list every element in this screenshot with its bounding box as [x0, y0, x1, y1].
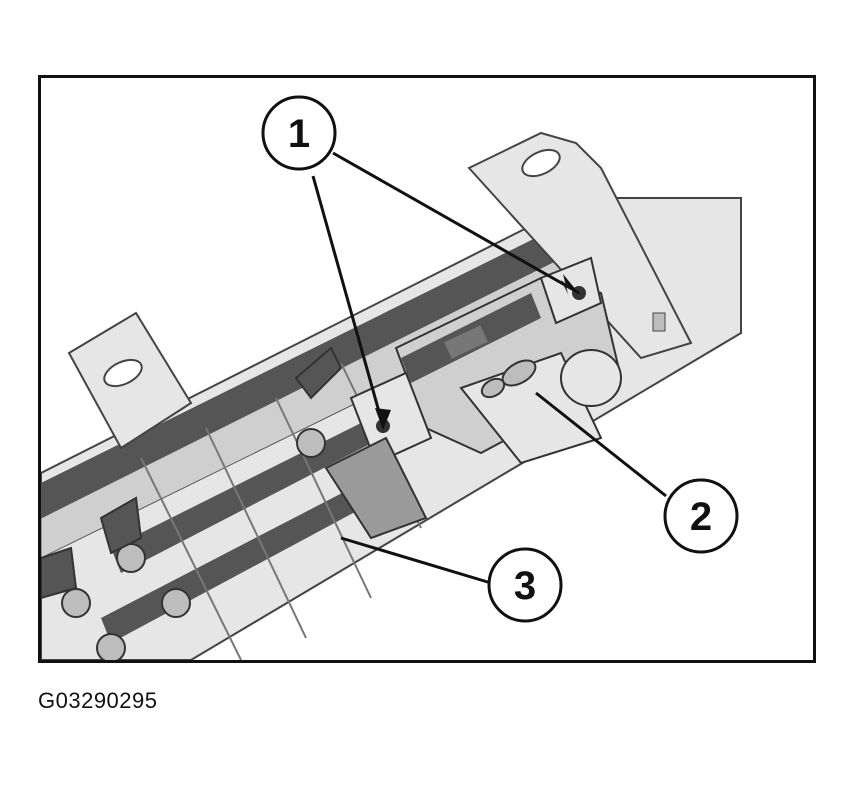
- component-illustration: 1 2 3: [41, 95, 742, 660]
- pipe-stubs: [41, 346, 343, 660]
- mounting-plate: [349, 256, 603, 465]
- right-bracket: [467, 131, 693, 360]
- callout-label-3: 3: [514, 564, 536, 608]
- callout-3: 3: [487, 547, 563, 623]
- rail-mid-band: [111, 408, 401, 573]
- arrowheads: [375, 274, 581, 430]
- leader-lines: [311, 151, 667, 585]
- figure-caption: G03290295: [38, 688, 158, 713]
- support-piece: [324, 436, 428, 540]
- callout-label-1: 1: [288, 112, 310, 156]
- callout-label-2: 2: [690, 495, 712, 539]
- diagram-frame: 1 2 3: [38, 75, 816, 663]
- left-bracket: [67, 311, 193, 450]
- callout-1: 1: [261, 95, 337, 171]
- callout-2: 2: [663, 478, 739, 554]
